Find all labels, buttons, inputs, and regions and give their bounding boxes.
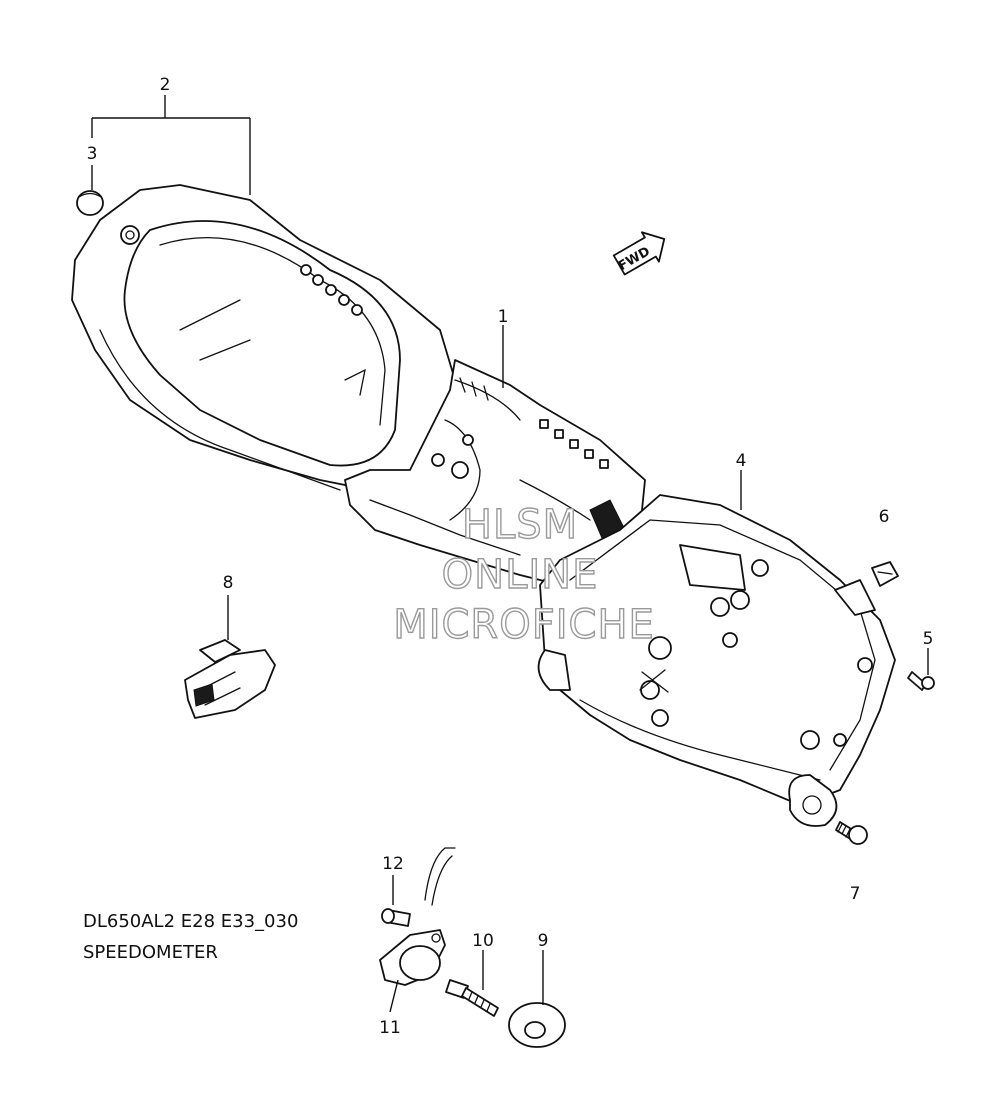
clip-part-6 [871,561,899,587]
washer-part-9 [508,1002,566,1048]
lower-case-part-4 [537,494,896,827]
callout-1: 1 [498,307,509,327]
bolt-part-7 [835,821,868,845]
leader-lines [91,95,929,1013]
connector-part-8 [184,639,276,719]
callout-9: 9 [538,931,549,951]
callout-12: 12 [382,854,404,874]
callout-5: 5 [923,629,934,649]
callout-3: 3 [87,144,98,164]
watermark: HLSM ONLINE MICROFICHE [392,501,655,648]
bolt-part-12 [381,908,411,927]
callout-7: 7 [850,884,861,904]
speedometer-assembly-part-1 [344,359,646,591]
callout-2: 2 [160,75,171,95]
watermark-line-3: MICROFICHE [393,602,655,648]
callout-10: 10 [472,931,494,951]
callout-8: 8 [223,573,234,593]
rubber-cap-part-3 [76,190,104,216]
meter-cover-part-2 [71,184,456,491]
watermark-line-2: ONLINE [442,552,599,598]
bolt-part-10 [445,979,499,1017]
callout-4: 4 [736,451,747,471]
model-code: DL650AL2 E28 E33_030 [83,911,298,932]
diagram-title: SPEEDOMETER [83,942,218,963]
callouts: 1 2 3 4 5 6 7 8 9 10 11 12 [87,75,934,1038]
callout-6: 6 [879,507,890,527]
watermark-line-1: HLSM [462,502,578,548]
fwd-direction-arrow: FWD [612,231,666,276]
callout-11: 11 [379,1018,401,1038]
sensor-bracket-part-11 [379,847,456,986]
screw-part-5 [907,671,935,691]
